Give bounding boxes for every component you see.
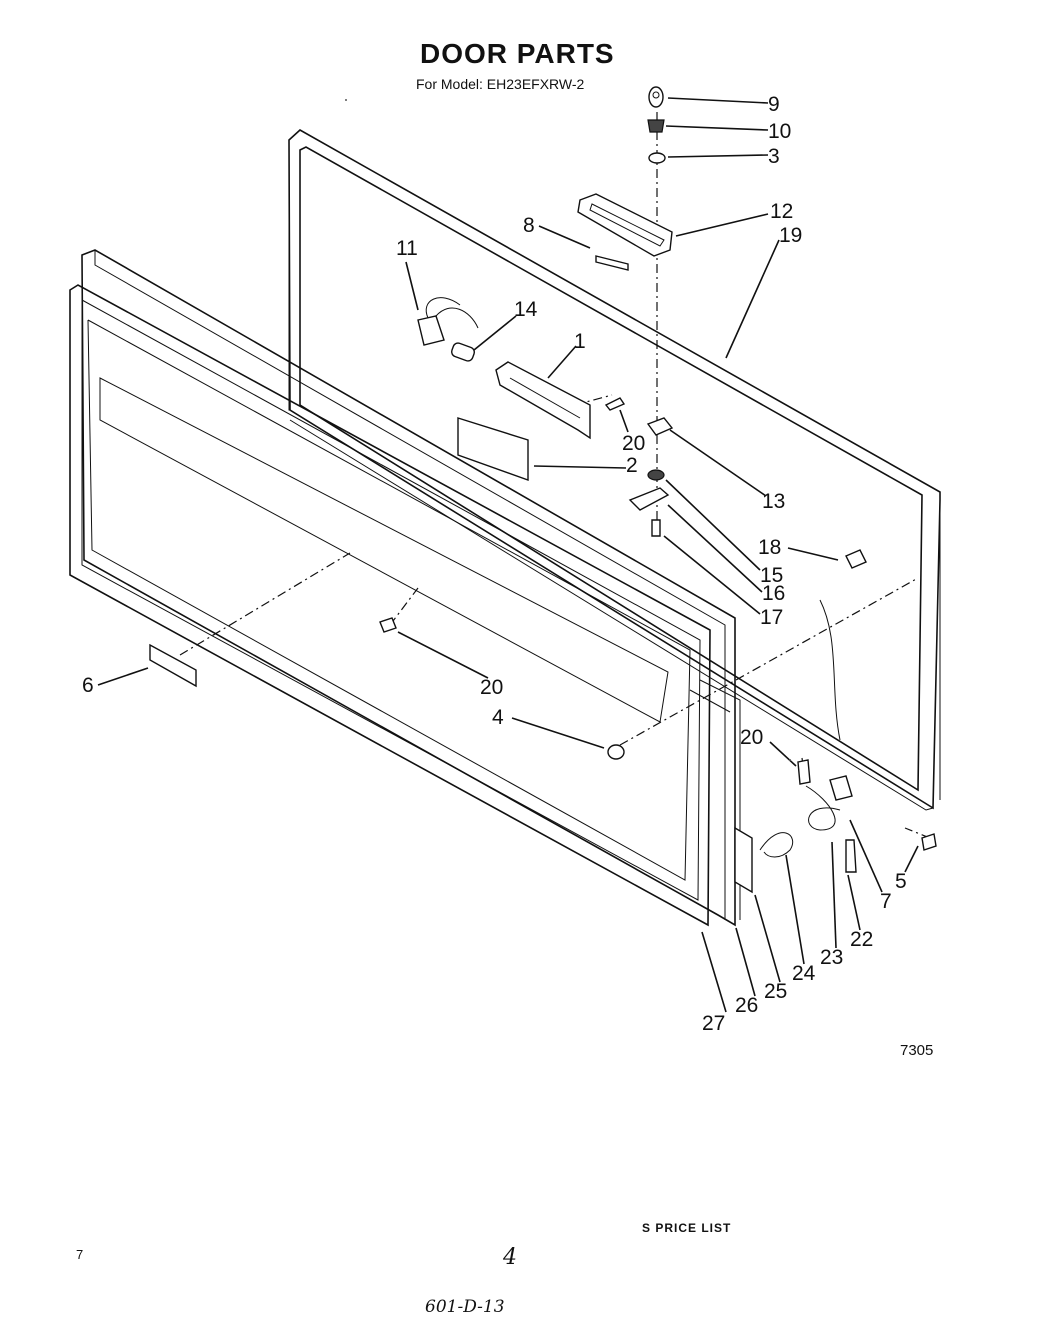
callout-9: 9 xyxy=(768,93,780,116)
model-line: For Model: EH23EFXRW-2 xyxy=(416,76,585,92)
price-list-label: S PRICE LIST xyxy=(642,1221,732,1235)
door-liner-frame xyxy=(288,129,941,811)
scan-speck xyxy=(345,99,347,101)
callout-12: 12 xyxy=(770,200,793,223)
callout-11: 11 xyxy=(396,237,418,260)
callout-19: 19 xyxy=(779,224,802,247)
callout-22: 22 xyxy=(850,928,873,951)
leader-lines xyxy=(97,97,919,1013)
callout-20-middle: 20 xyxy=(480,676,503,699)
page-title: DOOR PARTS xyxy=(420,38,615,69)
wire-terminal xyxy=(845,839,857,873)
callout-7: 7 xyxy=(880,890,892,913)
callout-24: 24 xyxy=(792,962,816,985)
callout-labels: 9 10 3 12 19 8 11 14 1 20 2 13 18 15 16 … xyxy=(82,93,907,1035)
screw-mid xyxy=(379,617,397,633)
callout-17: 17 xyxy=(760,606,783,629)
door-panel-middle xyxy=(81,249,736,927)
callout-26: 26 xyxy=(735,994,758,1017)
callout-13: 13 xyxy=(762,490,785,513)
hinge-plate-upper xyxy=(646,417,674,436)
callout-18: 18 xyxy=(758,536,781,559)
handwritten-note: 601-D-13 xyxy=(425,1297,505,1317)
callout-25: 25 xyxy=(764,980,787,1003)
callout-4: 4 xyxy=(492,706,504,729)
callout-23: 23 xyxy=(820,946,843,969)
callout-5: 5 xyxy=(895,870,907,893)
handle-bracket xyxy=(577,193,673,257)
nameplate-strip xyxy=(149,643,197,688)
callout-15: 15 xyxy=(760,564,783,587)
callout-14: 14 xyxy=(514,298,538,321)
heater-wire xyxy=(759,832,794,858)
callout-6: 6 xyxy=(82,674,94,697)
hinge-plate-lower xyxy=(628,487,670,511)
label-plate xyxy=(457,417,529,481)
hinge-pin xyxy=(651,519,661,537)
callout-20-lower: 20 xyxy=(740,726,763,749)
hinge-eyelet xyxy=(648,86,664,108)
cover-plate xyxy=(734,826,753,894)
screw-upper xyxy=(604,397,626,411)
hinge-bushing xyxy=(647,119,665,133)
breaker-strip xyxy=(689,679,741,920)
light-housing xyxy=(495,361,591,440)
callout-10: 10 xyxy=(768,120,791,143)
assembly-lines xyxy=(179,112,931,839)
callout-20-upper: 20 xyxy=(622,432,645,455)
figure-number: 7305 xyxy=(900,1042,934,1059)
switch-plunger xyxy=(450,342,476,362)
hinge-bottom xyxy=(805,775,853,831)
page-number: 4 xyxy=(503,1245,517,1270)
wire-connector xyxy=(819,549,867,741)
screw-lower xyxy=(797,759,811,785)
door-outer-panel xyxy=(69,284,711,927)
hinge-washer-top xyxy=(648,152,666,164)
plug-button xyxy=(595,255,629,271)
light-switch xyxy=(417,297,479,346)
callout-2: 2 xyxy=(626,454,638,477)
callout-27: 27 xyxy=(702,1012,725,1035)
callout-8: 8 xyxy=(523,214,535,237)
callout-16: 16 xyxy=(762,582,785,605)
corner-number: 7 xyxy=(76,1247,84,1262)
hinge-washer-lower xyxy=(647,469,665,481)
bottom-screw xyxy=(921,833,937,851)
door-stop xyxy=(607,744,625,760)
callout-1: 1 xyxy=(574,330,586,353)
scan-speck xyxy=(789,759,791,761)
callout-3: 3 xyxy=(768,145,780,168)
